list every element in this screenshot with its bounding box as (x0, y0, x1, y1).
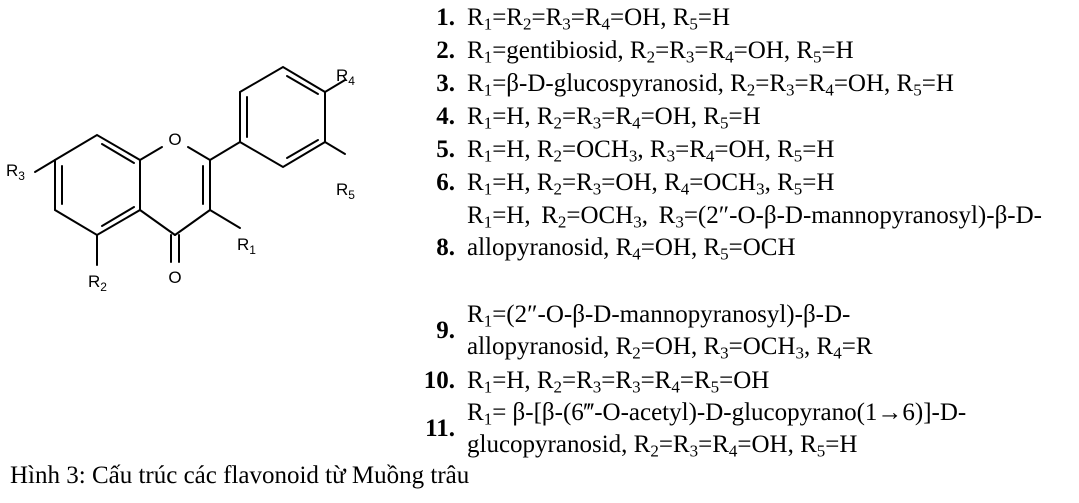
compound-substituents: R1=gentibiosid, R2=R3=R4=OH, R5=H (467, 37, 854, 67)
compound-number: 4. (436, 103, 455, 130)
flavonoid-core-structure: O O R1 R2 R3 R4 R5 (6, 65, 355, 294)
compound-row: 10. R1=H, R2=R3=R3=R4=R5=OH (395, 365, 1055, 397)
compound-substituents: R1=β-D-glucospyranosid, R2=R3=R4=OH, R5=… (467, 70, 954, 100)
compound-row: 3. R1=β-D-glucospyranosid, R2=R3=R4=OH, … (395, 68, 1055, 100)
compound-number: 5. (436, 136, 455, 163)
compound-row: 1. R1=R2=R3=R4=OH, R5=H (395, 2, 1055, 34)
compound-substituents: R1=R2=R3=R4=OH, R5=H (467, 4, 731, 34)
ring-oxygen-label: O (168, 130, 181, 149)
compound-substituents: R1= β-[β-(6‴-O-acetyl)-D-glucopyrano(1→6… (467, 399, 967, 461)
compound-number: 1. (436, 4, 455, 31)
compound-number: 10. (423, 367, 455, 394)
compound-substituents: R1=H, R2=R3=OH, R4=OCH3, R5=H (467, 169, 835, 199)
compound-row: 4. R1=H, R2=R3=R4=OH, R5=H (395, 101, 1055, 133)
r4-label: R4 (336, 66, 355, 88)
compound-row: 5. R1=H, R2=OCH3, R3=R4=OH, R5=H (395, 134, 1055, 166)
compound-number: 8. (436, 234, 455, 261)
r3-label: R3 (6, 161, 25, 183)
compound-substituents: R1=(2″-O-β-D-mannopyranosyl)-β-D-allopyr… (467, 301, 873, 363)
r5-label: R5 (336, 180, 355, 202)
compound-row: 2. R1=gentibiosid, R2=R3=R4=OH, R5=H (395, 35, 1055, 67)
carbonyl-oxygen-label: O (168, 268, 181, 287)
compound-row: 8. R1=H, R2=OCH3, R3=(2″-O-β-D-mannopyra… (395, 200, 1055, 296)
figure-caption: Hình 3: Cấu trúc các flavonoid từ Muồng … (10, 462, 470, 489)
compound-row: 11. R1= β-[β-(6‴-O-acetyl)-D-glucopyrano… (395, 397, 1055, 461)
compound-number: 2. (436, 37, 455, 64)
compound-number: 9. (436, 317, 455, 344)
compound-row: 9. R1=(2″-O-β-D-mannopyranosyl)-β-D-allo… (395, 299, 1055, 363)
compound-substituents: R1=H, R2=R3=R3=R4=R5=OH (467, 367, 770, 397)
r2-label: R2 (88, 272, 107, 294)
compound-substituents: R1=H, R2=R3=R4=OH, R5=H (467, 103, 761, 133)
compound-row: 6. R1=H, R2=R3=OH, R4=OCH3, R5=H (395, 167, 1055, 199)
compound-number: 3. (436, 70, 455, 97)
compound-number: 11. (425, 415, 455, 442)
r1-label: R1 (237, 235, 256, 257)
compound-substituents: R1=H, R2=OCH3, R3=(2″-O-β-D-mannopyranos… (467, 202, 1042, 264)
compound-number: 6. (436, 169, 455, 196)
compound-substituents: R1=H, R2=OCH3, R3=R4=OH, R5=H (467, 136, 835, 166)
